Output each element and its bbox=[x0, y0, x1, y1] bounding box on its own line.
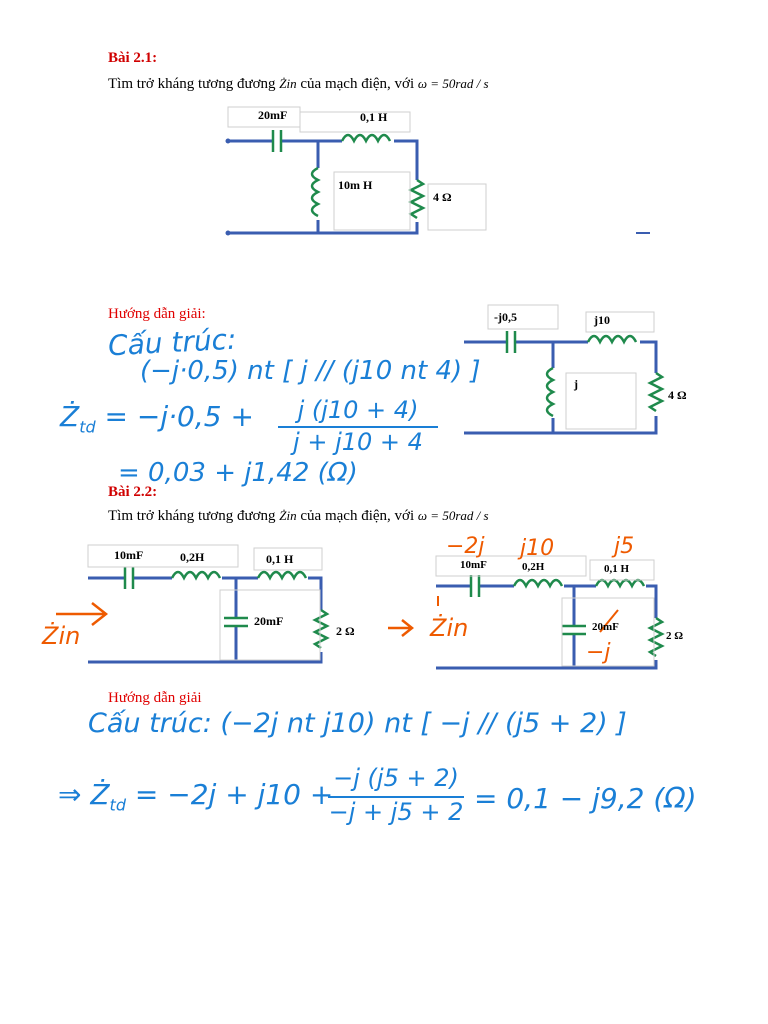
zl1-label: j10 bbox=[594, 313, 610, 327]
hand-ztd-equation: Żtd = −j·0,5 + bbox=[60, 400, 254, 437]
hand-z-c1: −2j bbox=[446, 534, 485, 559]
l2-label: 10m H bbox=[338, 178, 373, 192]
problem2-statement: Tìm trở kháng tương đương Żin của mạch đ… bbox=[108, 508, 489, 524]
omega-value-2: ω = 50rad / s bbox=[417, 508, 489, 523]
l2-label-2: 0,1 H bbox=[266, 552, 294, 566]
hand-structure-2: Cấu trúc: (−2j nt j10) nt [ −j // (j5 + … bbox=[88, 708, 627, 739]
hand-structure-formula: (−j·0,5) nt [ j // (j10 nt 4) ] bbox=[140, 356, 481, 386]
c1-label: 20mF bbox=[258, 108, 288, 122]
zc1-label: -j0,5 bbox=[494, 310, 517, 324]
problem1-guide-title: Hướng dẫn giải: bbox=[108, 306, 206, 322]
l1-label-2: 0,2H bbox=[180, 550, 205, 564]
zl2-label-2: 0,1 H bbox=[604, 563, 630, 575]
zl1-label-2: 0,2H bbox=[522, 561, 545, 573]
hand-fraction-1: j (j10 + 4) j + j10 + 4 bbox=[278, 396, 438, 456]
problem2-guide-title: Hướng dẫn giải bbox=[108, 690, 202, 706]
r-label: 4 Ω bbox=[433, 190, 452, 204]
hand-fraction-2: −j (j5 + 2) −j + j5 + 2 bbox=[328, 764, 464, 826]
r-label-2: 2 Ω bbox=[336, 624, 355, 638]
problem1-title: Bài 2.1: bbox=[108, 50, 158, 66]
zc1-label-2: 10mF bbox=[460, 559, 487, 571]
c2-label-2: 20mF bbox=[254, 614, 284, 628]
c1-label-2: 10mF bbox=[114, 548, 144, 562]
hand-result-1: = 0,03 + j1,42 (Ω) bbox=[118, 458, 358, 488]
zc2-label-2: 20mF bbox=[592, 621, 619, 633]
z-in-symbol: Żin bbox=[279, 76, 297, 91]
problem1-statement: Tìm trở kháng tương đương Żin của mạch đ… bbox=[108, 76, 489, 92]
hand-zin-label-right: Żin bbox=[430, 614, 469, 642]
z-in-symbol-2: Żin bbox=[279, 508, 297, 523]
omega-value: ω = 50rad / s bbox=[417, 76, 489, 91]
zr-label: 4 Ω bbox=[668, 388, 687, 402]
hand-z-l1: j10 bbox=[520, 536, 555, 561]
l1-label: 0,1 H bbox=[360, 110, 388, 124]
problem2-title: Bài 2.2: bbox=[108, 484, 158, 500]
hand-zin-arrow-label: Żin bbox=[42, 622, 81, 650]
zr-label-2: 2 Ω bbox=[666, 630, 684, 642]
hand-ztd-equation-2: ⇒ Żtd = −2j + j10 + bbox=[58, 778, 334, 815]
hand-z-c2: −j bbox=[586, 640, 611, 665]
zl2-label: j bbox=[574, 377, 578, 391]
hand-result-2: = 0,1 − j9,2 (Ω) bbox=[474, 782, 697, 815]
hand-z-l2: j5 bbox=[614, 534, 635, 559]
